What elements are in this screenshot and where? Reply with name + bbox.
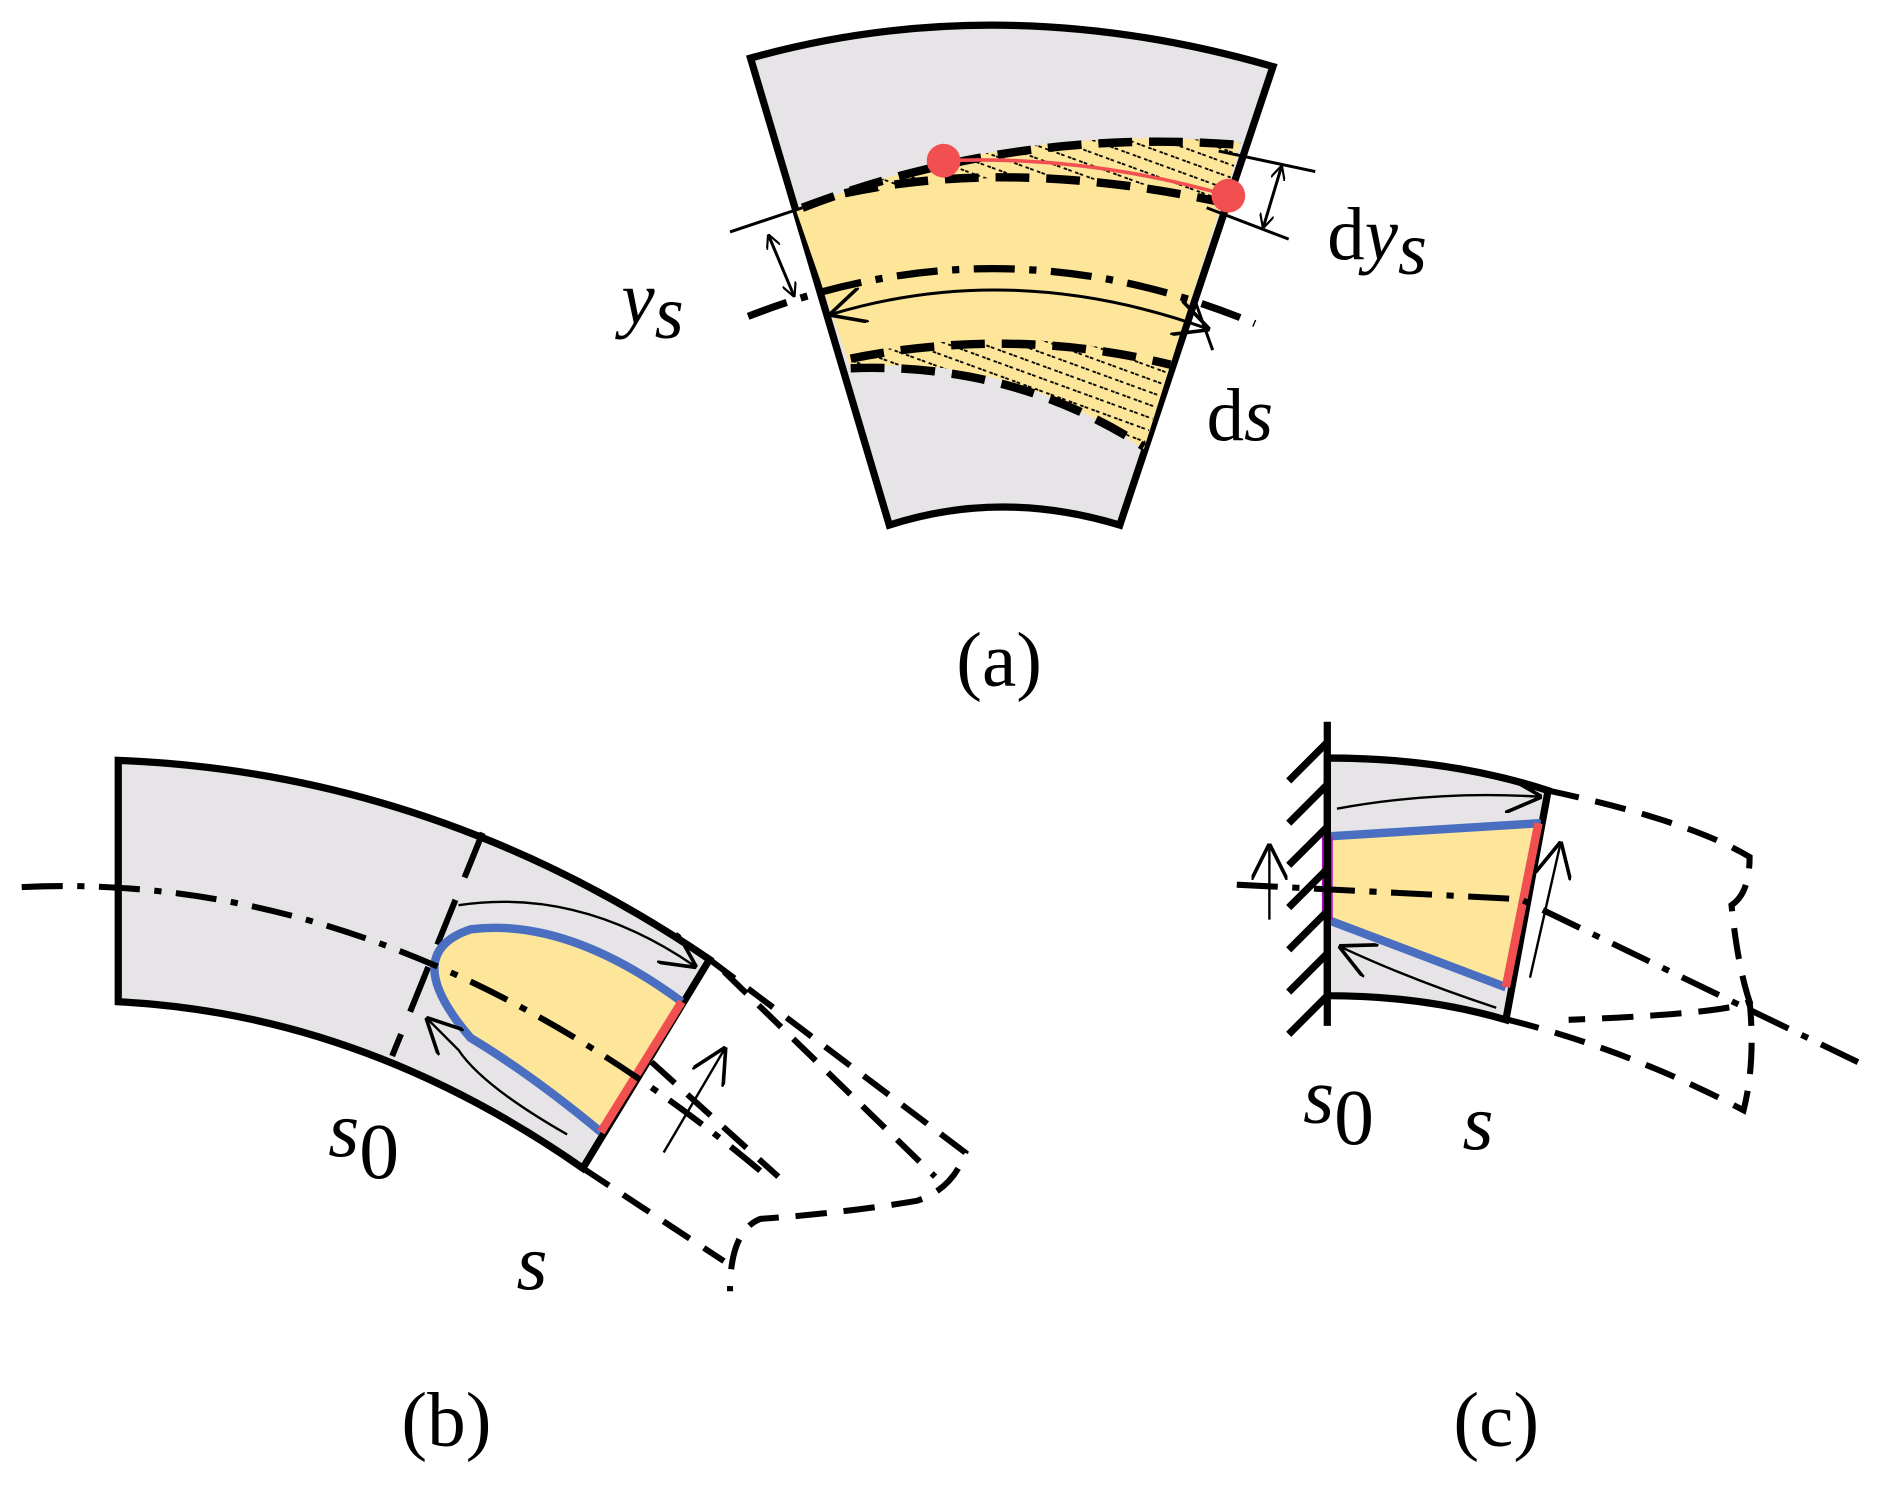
dashed-deformed-lower: [581, 1165, 726, 1264]
upper-hatched-strip: [802, 138, 1241, 208]
shear-flow-top-c: [1336, 795, 1539, 809]
ys-arrow: [769, 236, 794, 296]
lower-hatched-strip: [850, 339, 1171, 447]
ds-tick: [1193, 298, 1215, 351]
panel-b: s0 s (b): [21, 756, 969, 1463]
dashed-deformed-upper: [707, 957, 969, 1292]
yellow-region-c: [1327, 823, 1539, 988]
red-section-s: [597, 999, 686, 1135]
dys-arrow: [1263, 167, 1281, 227]
neutral-axis-b: [21, 883, 763, 1173]
caption-c: (c): [1453, 1377, 1539, 1463]
ds-arrow: [833, 290, 1207, 328]
ys-extension: [729, 206, 803, 234]
blue-boundary: [430, 923, 685, 1136]
wall-support: [1286, 721, 1331, 1037]
fiber-point-start: [926, 143, 961, 178]
caption-b: (b): [401, 1377, 491, 1463]
dashed-deformed-mid: [649, 969, 938, 1179]
red-section-c: [1501, 822, 1543, 989]
caption-a: (a): [956, 617, 1042, 703]
panel-a: dys ys ds (a): [614, 21, 1427, 703]
dys-extension-top: [1218, 149, 1316, 174]
upper-dashed-line-2: [843, 173, 1226, 208]
shear-arrow-s: [662, 1050, 724, 1154]
section-s0-line: [389, 831, 486, 1058]
label-s0-c: s0: [1303, 1052, 1374, 1162]
shear-flow-arrow-top: [458, 900, 694, 966]
dashed-deformed-c: [1507, 787, 1755, 1115]
label-s-c: s: [1462, 1079, 1493, 1167]
fiber-line: [943, 158, 1229, 198]
blue-top-c: [1327, 818, 1542, 841]
shear-arrow-s-c: [1528, 845, 1560, 978]
shear-flow-arrow-bottom: [428, 1020, 568, 1136]
lower-dashed-line-2: [850, 363, 1147, 451]
label-ds: ds: [1207, 375, 1274, 458]
panel-c: s0 s (c): [1236, 721, 1872, 1463]
label-s-b: s: [516, 1219, 547, 1307]
lower-dashed-line-1: [849, 339, 1172, 369]
shear-flow-bottom-c: [1342, 947, 1497, 1009]
fiber-point-end: [1211, 178, 1246, 213]
neutral-axis-c: [1236, 881, 1872, 1071]
dys-extension-bottom: [1206, 206, 1290, 241]
blue-bottom-c: [1325, 915, 1508, 992]
label-ys: ys: [614, 258, 683, 355]
label-s0-b: s0: [328, 1086, 399, 1196]
label-dys: dys: [1327, 194, 1427, 291]
